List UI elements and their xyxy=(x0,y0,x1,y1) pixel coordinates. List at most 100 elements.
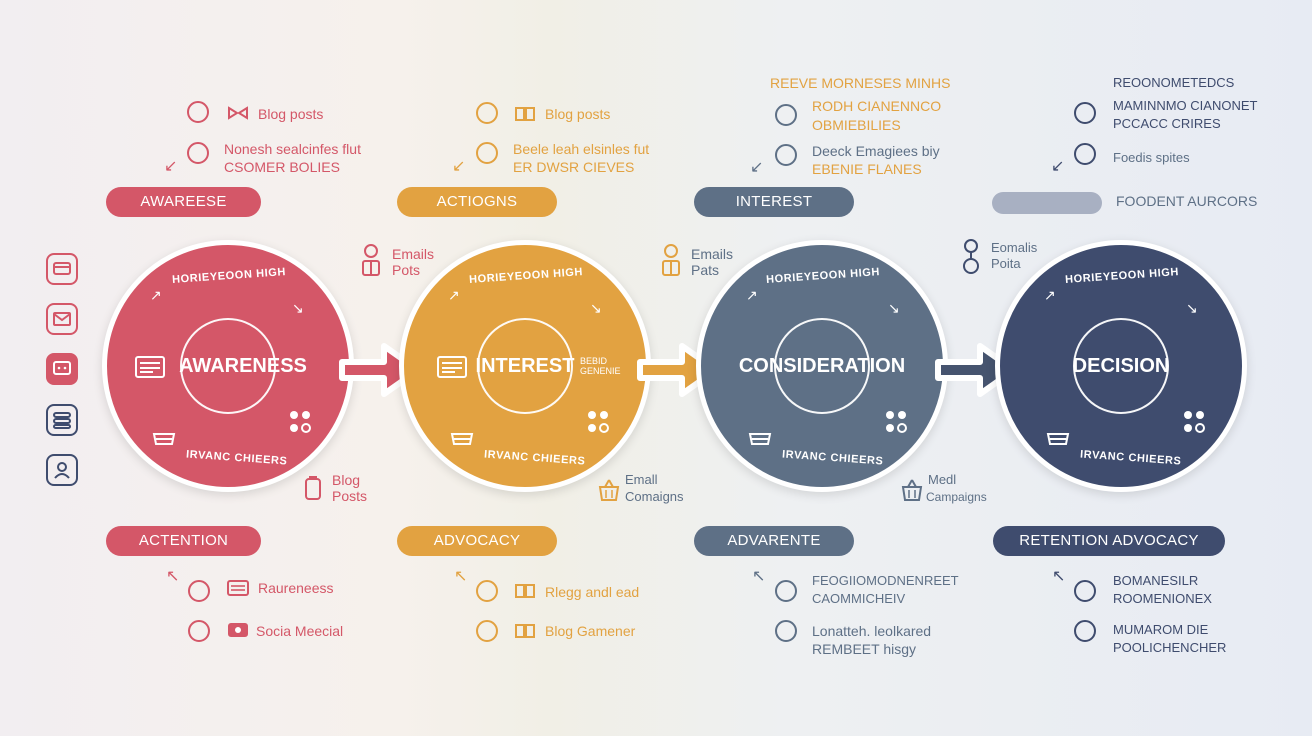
bottom-item-label: Rlegg andl ead xyxy=(545,584,640,600)
arrow-icon: ↗ xyxy=(1044,287,1056,303)
card-icon xyxy=(135,356,165,383)
stack-icon xyxy=(46,404,78,436)
side-note: BEBID GENENIE xyxy=(580,356,621,376)
top-item-label: Deeck Emagiees biy xyxy=(812,143,940,159)
mask-icon xyxy=(748,430,772,455)
arrow-icon: ↗ xyxy=(448,287,460,303)
stage-circle xyxy=(995,240,1247,492)
stage-title: AWARENESS xyxy=(179,355,307,377)
top-item-label: MAMINNMO CIANONET xyxy=(1113,98,1258,113)
bottom-item-label: Blog Gamener xyxy=(545,623,636,639)
card-icon xyxy=(46,253,78,285)
top-item-label-2: CSOMER BOLIES xyxy=(224,159,340,175)
side-label: Eomalis xyxy=(991,240,1038,255)
stage-top-pill[interactable]: INTEREST xyxy=(694,187,854,217)
bottom-item-label-2: CAOMMICHEIV xyxy=(812,591,906,606)
mask-icon xyxy=(1046,430,1070,455)
bottom-item-label: Lonatteh. leolkared xyxy=(812,623,932,639)
bow-icon xyxy=(227,106,249,125)
arrow-icon: ↗ xyxy=(746,287,758,303)
top-item-label-2: PCCACC CRIRES xyxy=(1113,116,1221,131)
top-item-label: Blog posts xyxy=(258,106,324,122)
item-ring xyxy=(476,620,498,642)
item-ring xyxy=(188,620,210,642)
stage-bottom-pill[interactable]: ADVARENTE xyxy=(694,526,854,556)
mask-icon xyxy=(152,430,176,455)
top-item-label: Foedis spites xyxy=(1113,150,1190,165)
top-item-label-2: EBENIE FLANES xyxy=(812,161,922,177)
arrow-icon: ↘ xyxy=(1186,300,1198,316)
book-icon xyxy=(514,106,536,127)
inner-ring xyxy=(774,318,870,414)
below-label: Medl xyxy=(928,472,957,487)
stage-top-pill[interactable]: AWAREESE xyxy=(106,187,261,217)
stage-bottom-pill[interactable]: RETENTION ADVOCACY xyxy=(993,526,1225,556)
people-icon xyxy=(286,408,314,441)
list-icon xyxy=(227,580,249,601)
basket-icon xyxy=(597,478,621,507)
stage-bottom-pill[interactable]: ACTENTION xyxy=(106,526,261,556)
bottom-item-label: Socia Meecial xyxy=(256,623,344,639)
inner-ring xyxy=(1073,318,1169,414)
arrow-icon: ↙ xyxy=(164,158,178,175)
book-icon xyxy=(514,623,536,644)
item-ring xyxy=(775,144,797,166)
below-label-2: Comaigns xyxy=(625,489,684,504)
top-item-label-2: OBMIEBILIES xyxy=(812,117,901,133)
item-ring xyxy=(1074,580,1096,602)
side-label: Emails xyxy=(691,246,734,262)
below-label-2: Campaigns xyxy=(926,490,987,504)
item-ring xyxy=(188,580,210,602)
stage-bottom-pill[interactable]: ADVOCACY xyxy=(397,526,557,556)
side-label-2: Poita xyxy=(991,256,1021,271)
top-pill-label: FOODENT AURCORS xyxy=(1116,193,1258,209)
stage-top-pill[interactable]: ACTIOGNS xyxy=(397,187,557,217)
top-item-label: Blog posts xyxy=(545,106,611,122)
inner-ring xyxy=(477,318,573,414)
mail-icon xyxy=(46,303,78,335)
arrow-icon: ↙ xyxy=(750,159,764,176)
item-ring xyxy=(476,142,498,164)
top-item-label-2: ER DWSR CIEVES xyxy=(513,159,635,175)
arrow-icon: ↖ xyxy=(454,568,468,585)
item-ring xyxy=(1074,143,1096,165)
item-ring xyxy=(775,620,797,642)
arrow-icon: ↖ xyxy=(166,568,180,585)
stage-circle xyxy=(399,240,651,492)
arrow-icon: ↙ xyxy=(1051,158,1065,175)
people-icon xyxy=(584,408,612,441)
bottom-item-label: Raureneess xyxy=(258,580,334,596)
book-icon xyxy=(514,583,536,604)
side-label: Emails xyxy=(392,246,435,262)
people-icon xyxy=(882,408,910,441)
item-ring xyxy=(1074,620,1096,642)
arrow-icon: ↘ xyxy=(888,300,900,316)
item-ring xyxy=(1074,102,1096,124)
top-item-label: Beele leah elsinles fut xyxy=(513,141,650,157)
arrow-icon: ↖ xyxy=(752,568,766,585)
bottom-item-label: FEOGIIOMODNENREET xyxy=(812,573,959,588)
item-ring xyxy=(775,104,797,126)
stage-title: INTEREST xyxy=(475,355,575,377)
top-item-label: RODH CIANENNCO xyxy=(812,98,942,114)
side-label-2: Pots xyxy=(392,262,421,278)
arrow-icon: ↙ xyxy=(452,158,466,175)
arrow-icon: ↗ xyxy=(150,287,162,303)
item-ring xyxy=(187,101,209,123)
top-item-label: Nonesh sealcinfes flut xyxy=(224,141,361,157)
inner-ring xyxy=(180,318,276,414)
side-label-2: Pats xyxy=(691,262,720,278)
basket-icon xyxy=(900,478,924,507)
mask-icon xyxy=(450,430,474,455)
chat-icon xyxy=(46,353,78,385)
bottom-item-label: MUMAROM DIE xyxy=(1113,622,1209,637)
figure-icon xyxy=(960,238,982,281)
item-ring xyxy=(775,580,797,602)
stage-top-pill-placeholder xyxy=(992,192,1102,214)
top-heading: REOONOMETEDCS xyxy=(1113,75,1235,90)
arrow-icon: ↖ xyxy=(1052,568,1066,585)
user-icon xyxy=(46,454,78,486)
item-ring xyxy=(187,142,209,164)
arrow-icon: ↘ xyxy=(590,300,602,316)
media-icon xyxy=(227,622,249,643)
